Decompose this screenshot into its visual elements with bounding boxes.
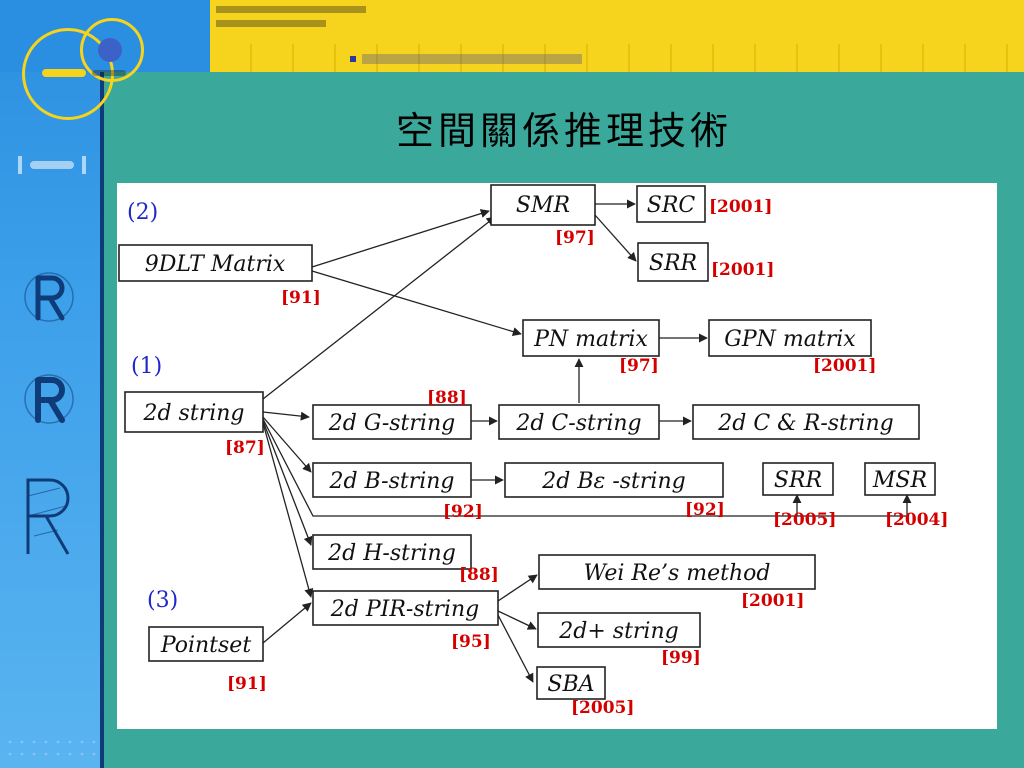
node-2d-string-label: 2d string (142, 401, 244, 426)
citation-b-string: [92] (443, 502, 483, 522)
group-label-1: (1) (131, 354, 162, 379)
node-2d-plus-string: 2d+ string (537, 612, 701, 648)
citation-h-string: [88] (459, 565, 499, 585)
citation-g-string: [88] (427, 388, 467, 408)
logo-ring-small (80, 18, 144, 82)
citation-msr: [2004] (885, 510, 948, 530)
node-src-label: SRC (647, 193, 696, 218)
node-pn-matrix-label: PN matrix (533, 327, 648, 352)
citation-sba: [2005] (571, 698, 634, 718)
edge-string2d-smr (262, 216, 496, 400)
logo-mark (42, 62, 126, 84)
group-label-3: (3) (147, 588, 178, 613)
node-2d-cr-string: 2d C & R-string (692, 404, 920, 440)
node-2d-g-string-label: 2d G-string (328, 411, 455, 436)
node-2d-b-string: 2d B-string (312, 462, 472, 498)
node-sba-label: SBA (547, 672, 594, 697)
node-2d-cr-string-label: 2d C & R-string (717, 411, 893, 436)
left-decorative-stripe (0, 0, 100, 768)
header-bar (210, 0, 1024, 72)
node-2d-g-string: 2d G-string (312, 404, 472, 440)
citation-be-string: [92] (685, 500, 725, 520)
node-pointset: Pointset (148, 626, 264, 662)
edge-pirstring-sba (497, 614, 534, 683)
decorative-dot-grid (4, 736, 96, 762)
node-gpn-matrix: GPN matrix (708, 319, 872, 357)
citation-src: [2001] (709, 197, 772, 217)
node-sba: SBA (536, 666, 606, 700)
node-smr: SMR (490, 184, 596, 226)
citation-pir-string: [95] (451, 632, 491, 652)
node-pn-matrix: PN matrix (522, 319, 660, 357)
node-srr-mid: SRR (762, 462, 834, 496)
node-2d-b-string-label: 2d B-string (328, 469, 454, 494)
edge-string2d-bstring (262, 416, 312, 473)
node-pointset-label: Pointset (160, 633, 252, 658)
edges (262, 199, 912, 683)
node-2d-plus-string-label: 2d+ string (558, 619, 678, 644)
edge-pirstring-weire (497, 574, 538, 602)
node-2d-pir-string-label: 2d PIR-string (330, 597, 480, 622)
node-weire-method: Wei Re’s method (538, 554, 816, 590)
node-9dlt-matrix: 9DLT Matrix (118, 244, 313, 282)
edge-string2d-gstring (262, 411, 310, 421)
logo-dot (98, 38, 122, 62)
stripe-divider (100, 0, 104, 768)
node-src: SRC (636, 185, 706, 223)
citation-pointset: [91] (227, 674, 267, 694)
slide-title: 空間關係推理技術 (395, 109, 732, 153)
header-stripes (210, 44, 1024, 72)
node-gpn-matrix-label: GPN matrix (724, 327, 856, 352)
node-2d-h-string: 2d H-string (312, 534, 472, 570)
citation-smr: [97] (555, 228, 595, 248)
citation-weire: [2001] (741, 591, 804, 611)
node-2d-c-string-label: 2d C-string (515, 411, 641, 436)
node-2d-string: 2d string (124, 391, 264, 433)
edge-string2d-pirstring (262, 422, 314, 598)
citation-9dlt: [91] (281, 288, 321, 308)
citation-gpn: [2001] (813, 356, 876, 376)
header-dept-name (350, 54, 582, 64)
edge-smr-srr (594, 214, 637, 262)
node-msr: MSR (864, 462, 936, 496)
sidebar-glyph-1 (24, 272, 74, 322)
citation-pn: [97] (619, 356, 659, 376)
edge-string2d-baseline (262, 418, 907, 517)
node-2d-h-string-label: 2d H-string (327, 541, 456, 566)
edge-string2d-hstring (262, 420, 313, 546)
edge-pirstring-plus (497, 610, 537, 630)
node-srr-top-label: SRR (649, 251, 697, 276)
diagram-panel: SMR SRC SRR 9DLT Matrix PN matrix GPN ma… (117, 183, 997, 729)
citation-2d-string: [87] (225, 438, 265, 458)
node-weire-method-label: Wei Re’s method (584, 561, 771, 586)
node-msr-label: MSR (872, 468, 927, 493)
sidebar-tag-mark (18, 156, 86, 174)
edge-ndlt-pn (311, 270, 522, 336)
node-smr-label: SMR (516, 193, 570, 218)
citation-plus-string: [99] (661, 648, 701, 668)
node-2d-pir-string: 2d PIR-string (312, 590, 499, 626)
spatial-reasoning-diagram: SMR SRC SRR 9DLT Matrix PN matrix GPN ma… (118, 184, 948, 718)
node-2d-be-string: 2d Bε -string (504, 462, 724, 498)
node-srr-top: SRR (637, 242, 709, 282)
node-srr-mid-label: SRR (774, 468, 822, 493)
group-label-2: (2) (127, 200, 158, 225)
node-9dlt-matrix-label: 9DLT Matrix (145, 252, 286, 277)
edge-ndlt-smr (311, 209, 490, 268)
citation-srr-top: [2001] (711, 260, 774, 280)
sidebar-glyph-3 (26, 478, 70, 555)
header-lab-name (216, 6, 366, 27)
node-2d-be-string-label: 2d Bε -string (541, 469, 685, 494)
citation-srr-mid: [2005] (773, 510, 836, 530)
sidebar-glyph-2 (24, 374, 74, 424)
edge-pointset-pirstring (262, 602, 312, 644)
node-2d-c-string: 2d C-string (498, 404, 660, 440)
